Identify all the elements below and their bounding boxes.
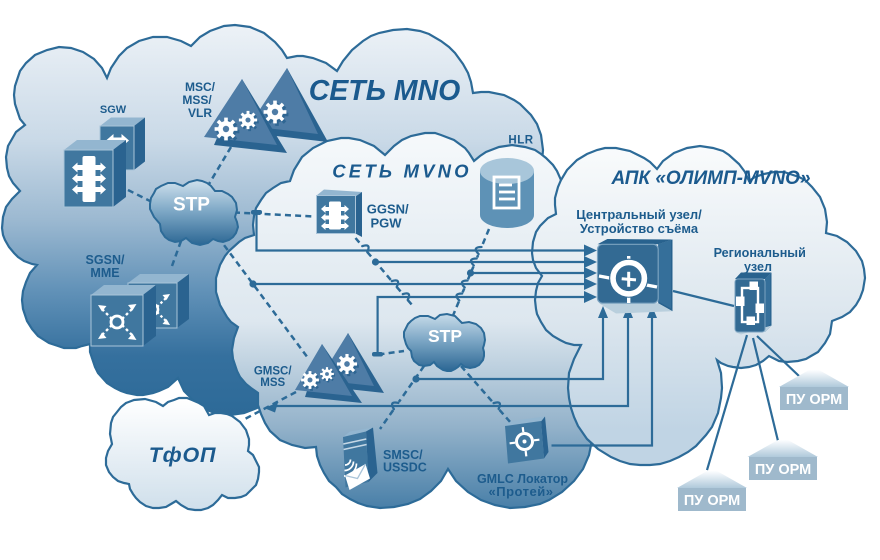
svg-text:MSS/: MSS/: [182, 93, 212, 107]
svg-text:VLR: VLR: [188, 106, 212, 120]
svg-text:Центральный узел/: Центральный узел/: [576, 207, 702, 222]
svg-text:USSDC: USSDC: [383, 461, 427, 475]
svg-text:STP: STP: [173, 195, 210, 216]
svg-text:GMSC/: GMSC/: [254, 366, 293, 378]
svg-text:СЕТЬ MVNO: СЕТЬ MVNO: [332, 161, 472, 182]
svg-text:GMLC Локатор: GMLC Локатор: [477, 472, 568, 486]
svg-text:ПУ ОРМ: ПУ ОРМ: [684, 493, 740, 509]
svg-text:PGW: PGW: [370, 216, 402, 231]
svg-text:Устройство съёма: Устройство съёма: [580, 221, 699, 236]
svg-text:«Протей»: «Протей»: [489, 484, 554, 499]
svg-text:SGSN/: SGSN/: [86, 253, 125, 267]
svg-text:ТфОП: ТфОП: [149, 443, 217, 467]
svg-text:SMSC/: SMSC/: [383, 448, 423, 462]
svg-text:STP: STP: [428, 326, 462, 346]
svg-text:MSS: MSS: [260, 377, 285, 389]
svg-text:SGW: SGW: [100, 104, 127, 116]
svg-text:GGSN/: GGSN/: [367, 202, 409, 217]
svg-text:СЕТЬ MNO: СЕТЬ MNO: [309, 75, 461, 107]
svg-text:MSC/: MSC/: [185, 80, 216, 94]
svg-text:Региональный: Региональный: [714, 246, 806, 260]
svg-text:HLR: HLR: [508, 135, 533, 147]
svg-text:узел: узел: [744, 260, 772, 274]
svg-text:АПК «ОЛИМП-MVNO»: АПК «ОЛИМП-MVNO»: [610, 168, 810, 189]
svg-text:ПУ ОРМ: ПУ ОРМ: [755, 462, 811, 478]
svg-text:MME: MME: [90, 266, 119, 280]
svg-text:ПУ ОРМ: ПУ ОРМ: [786, 392, 842, 408]
